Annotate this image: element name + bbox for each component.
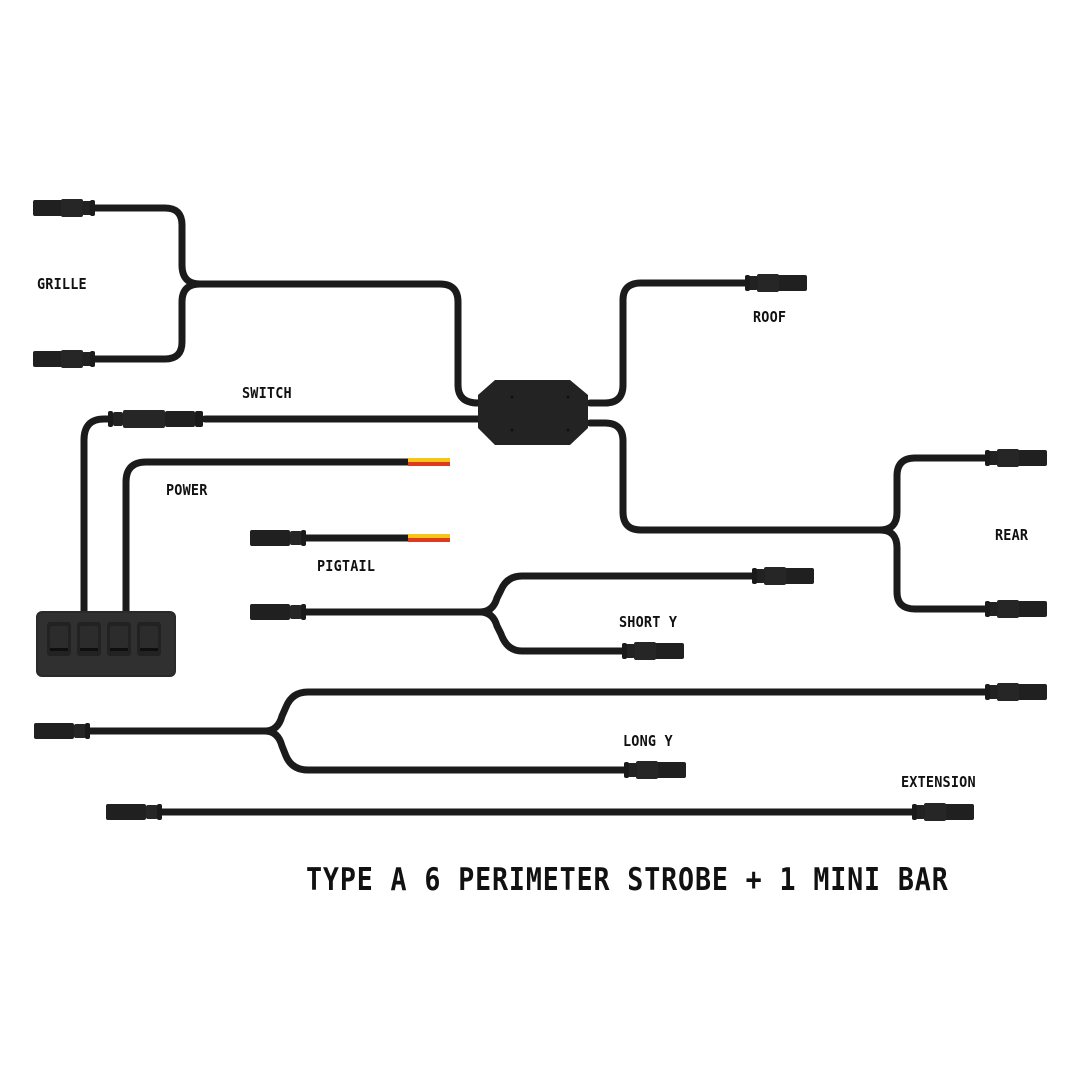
extension: [106, 803, 974, 821]
control-module: [478, 380, 588, 445]
grille-harness: [33, 199, 494, 407]
roof-label: ROOF: [753, 308, 787, 326]
power-label: POWER: [166, 481, 208, 499]
rocker-switch-1: [47, 622, 71, 656]
power-lead: [122, 458, 450, 624]
pigtail: [250, 530, 450, 546]
long-y-label: LONG Y: [623, 732, 673, 750]
grille-label: GRILLE: [37, 275, 87, 293]
rear-label: REAR: [995, 526, 1029, 544]
rocker-switch-3: [107, 622, 131, 656]
rear-harness: [586, 419, 1047, 618]
pigtail-label: PIGTAIL: [317, 557, 376, 575]
switch-label: SWITCH: [242, 384, 292, 402]
diagram-title: TYPE A 6 PERIMETER STROBE + 1 MINI BAR: [306, 862, 949, 898]
short-y-label: SHORT Y: [619, 613, 678, 631]
rocker-switch-2: [77, 622, 101, 656]
roof-lead: [586, 274, 807, 407]
rocker-switch-4: [137, 622, 161, 656]
extension-label: EXTENSION: [901, 773, 976, 791]
long-y: [34, 683, 1047, 779]
switch-lead: [80, 410, 492, 624]
short-y: [250, 567, 814, 660]
switch-panel[interactable]: [36, 611, 176, 677]
